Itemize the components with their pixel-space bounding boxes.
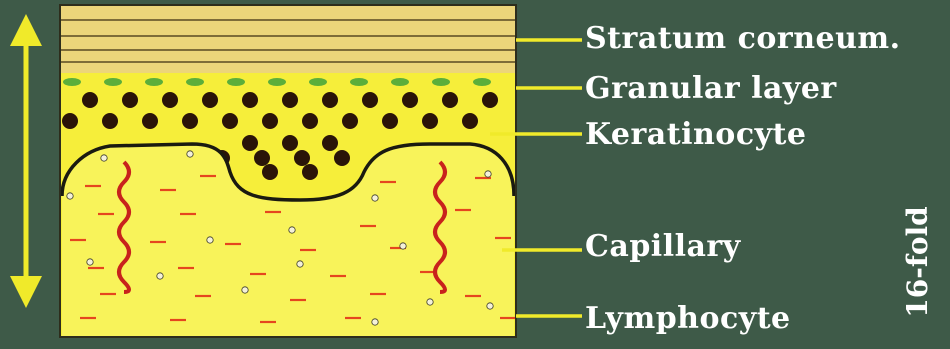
keratinocyte-cell [302, 164, 318, 180]
lymphocyte [427, 299, 433, 305]
keratinocyte-cell [242, 92, 258, 108]
granule [432, 78, 450, 86]
keratinocyte-cell [402, 92, 418, 108]
keratinocyte-cell [322, 92, 338, 108]
keratinocyte-cell [322, 135, 338, 151]
keratinocyte-cell [122, 92, 138, 108]
lymphocyte [87, 259, 93, 265]
keratinocyte-cell [142, 113, 158, 129]
label-granular-layer: Granular layer [585, 74, 837, 104]
keratinocyte-cell [102, 113, 118, 129]
lymphocyte [157, 273, 163, 279]
keratinocyte-cell [222, 113, 238, 129]
granule [268, 78, 286, 86]
label-stratum-corneum: Stratum corneum. [585, 24, 901, 54]
keratinocyte-cell [362, 92, 378, 108]
keratinocyte-cell [202, 92, 218, 108]
keratinocyte-cell [294, 150, 310, 166]
keratinocyte-cell [242, 135, 258, 151]
lymphocyte [101, 155, 107, 161]
lymphocyte [297, 261, 303, 267]
label-capillary: Capillary [585, 232, 741, 262]
keratinocyte-cell [334, 150, 350, 166]
keratinocyte-cell [82, 92, 98, 108]
keratinocyte-cell [482, 92, 498, 108]
keratinocyte-cell [382, 113, 398, 129]
keratinocyte-cell [462, 113, 478, 129]
keratinocyte-cell [282, 135, 298, 151]
granule [473, 78, 491, 86]
lymphocyte [400, 243, 406, 249]
thickness-arrow [10, 14, 42, 308]
lymphocyte [67, 193, 73, 199]
lymphocyte [187, 151, 193, 157]
lymphocyte [242, 287, 248, 293]
granule [350, 78, 368, 86]
lymphocyte [372, 195, 378, 201]
keratinocyte-cell [262, 164, 278, 180]
granule [145, 78, 163, 86]
keratinocyte-cell [282, 92, 298, 108]
keratinocyte-cell [182, 113, 198, 129]
granule [186, 78, 204, 86]
label-lymphocyte: Lymphocyte [585, 304, 791, 334]
keratinocyte-cell [162, 92, 178, 108]
lymphocyte [207, 237, 213, 243]
keratinocyte-cell [262, 113, 278, 129]
keratinocyte-cell [422, 113, 438, 129]
lymphocyte [372, 319, 378, 325]
granule [104, 78, 122, 86]
keratinocyte-cell [442, 92, 458, 108]
granule [227, 78, 245, 86]
keratinocyte-cell [62, 113, 78, 129]
thickness-label: 16-fold [904, 206, 932, 318]
granule [391, 78, 409, 86]
label-keratinocyte: Keratinocyte [585, 120, 806, 150]
keratinocyte-cell [302, 113, 318, 129]
lymphocyte [485, 171, 491, 177]
granule [63, 78, 81, 86]
keratinocyte-cell [254, 150, 270, 166]
keratinocyte-cell [342, 113, 358, 129]
lymphocyte [289, 227, 295, 233]
lymphocyte [487, 303, 493, 309]
granule [309, 78, 327, 86]
